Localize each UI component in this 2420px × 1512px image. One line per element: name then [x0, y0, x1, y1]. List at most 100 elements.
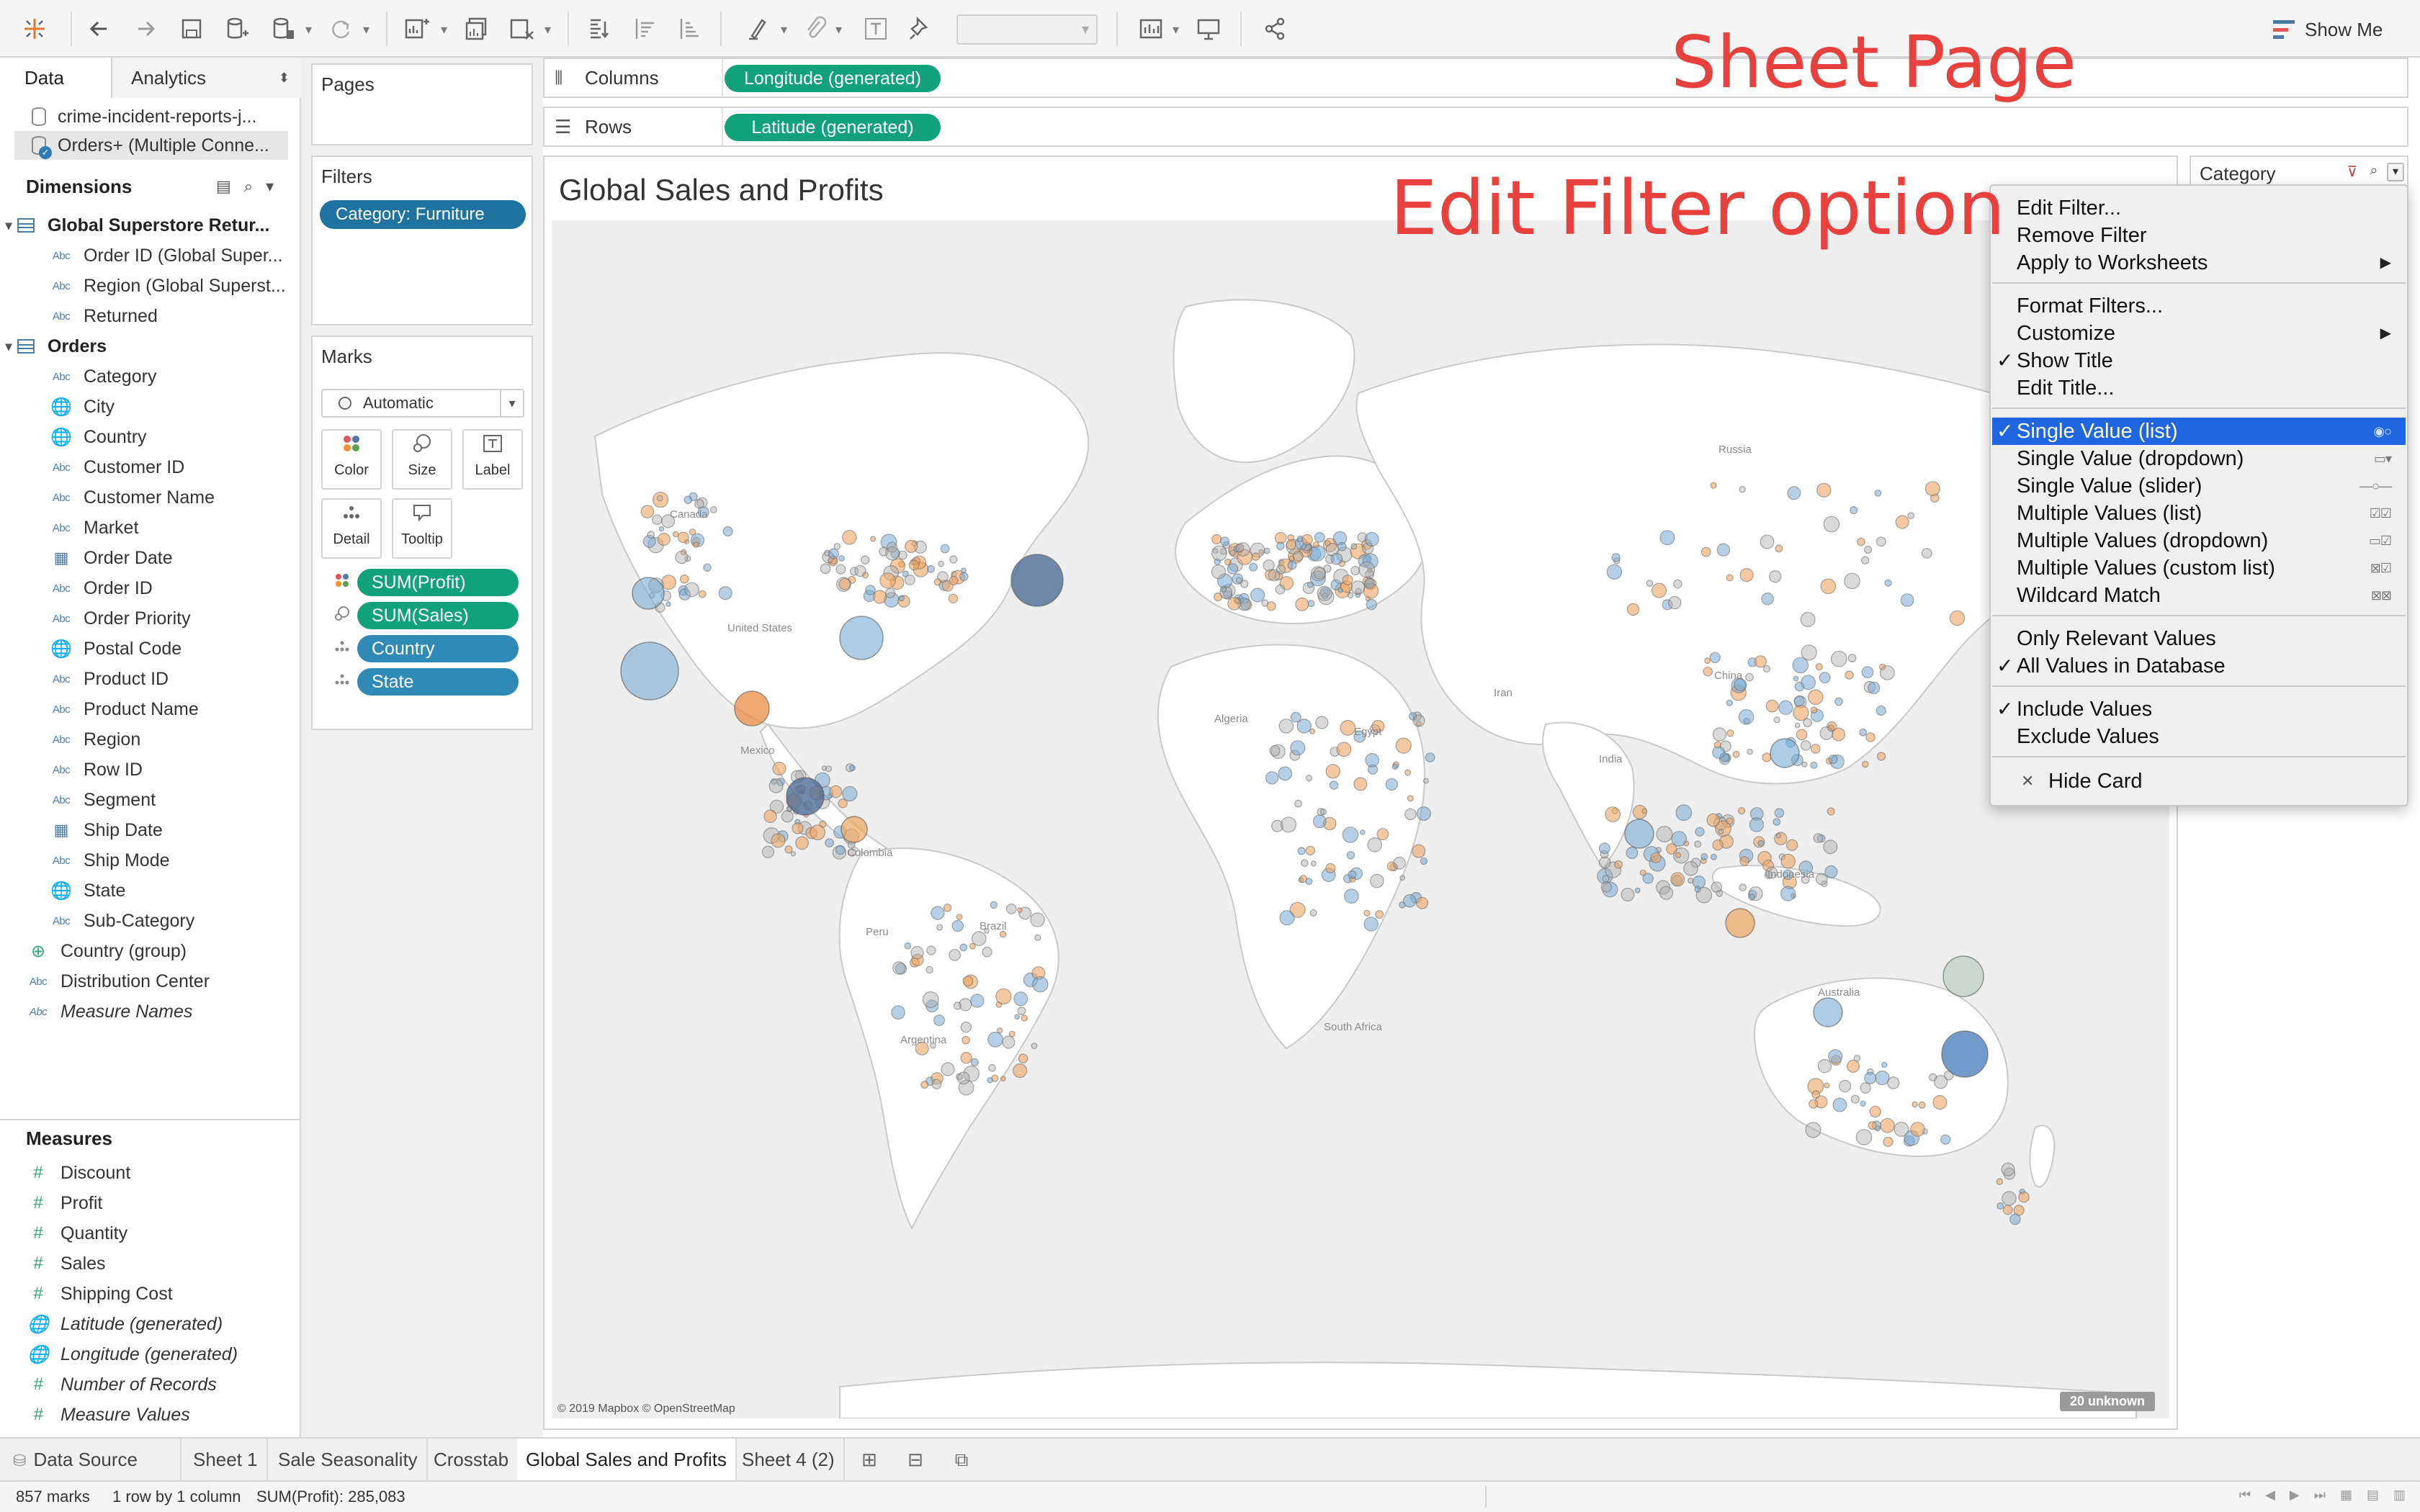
- map-mark[interactable]: [1280, 816, 1297, 833]
- map-mark[interactable]: [2001, 1162, 2015, 1176]
- share-icon[interactable]: [1259, 13, 1291, 45]
- map-mark[interactable]: [1859, 728, 1868, 737]
- map-mark[interactable]: [1824, 1082, 1830, 1089]
- map-mark[interactable]: [1886, 1076, 1900, 1089]
- map-mark[interactable]: [1801, 675, 1816, 690]
- map-mark[interactable]: [1275, 584, 1286, 595]
- map-mark[interactable]: [987, 1031, 1003, 1048]
- chevron-down-icon[interactable]: ▾: [781, 22, 788, 37]
- map-mark[interactable]: [1371, 719, 1385, 733]
- map-mark[interactable]: [1602, 875, 1610, 883]
- map-mark[interactable]: [666, 601, 671, 607]
- map-mark[interactable]: [1295, 597, 1309, 611]
- show-filmstrip-icon[interactable]: ▤: [2366, 1488, 2379, 1502]
- map-mark[interactable]: [1876, 705, 1886, 716]
- map-mark[interactable]: [1839, 1079, 1852, 1093]
- first-page-icon[interactable]: ⏮: [2238, 1488, 2251, 1502]
- map-mark[interactable]: [1309, 909, 1317, 917]
- chevron-down-icon[interactable]: ▾: [441, 22, 448, 37]
- new-data-source-icon[interactable]: [220, 13, 252, 45]
- map-mark[interactable]: [825, 838, 835, 847]
- map-mark[interactable]: [1325, 540, 1331, 546]
- tab-sheet-4-2[interactable]: Sheet 4 (2): [733, 1439, 845, 1480]
- map-mark[interactable]: [1876, 752, 1886, 761]
- map-mark[interactable]: [1211, 564, 1227, 580]
- map-mark[interactable]: [1363, 917, 1379, 932]
- map-mark[interactable]: [1862, 760, 1869, 768]
- map-mark[interactable]: [1312, 541, 1319, 549]
- tab-data[interactable]: Data: [0, 58, 112, 98]
- map-mark[interactable]: [672, 531, 679, 538]
- map-mark[interactable]: [1002, 1035, 1016, 1049]
- map-mark[interactable]: [1668, 595, 1682, 610]
- map-mark[interactable]: [763, 809, 777, 823]
- map-mark[interactable]: [1319, 808, 1327, 816]
- map-mark[interactable]: [647, 531, 655, 539]
- map-mark[interactable]: [1773, 716, 1780, 724]
- map-mark[interactable]: [1634, 887, 1641, 894]
- fit-dropdown[interactable]: [956, 14, 1098, 45]
- menu-item-multiple-values-custom-list[interactable]: Multiple Values (custom list)⊠☑: [1992, 554, 2406, 582]
- map-mark[interactable]: [891, 1005, 905, 1020]
- chevron-down-icon[interactable]: ▾: [5, 338, 12, 354]
- map-mark[interactable]: [1343, 888, 1359, 904]
- map-mark[interactable]: [1845, 670, 1854, 680]
- map-mark[interactable]: [1650, 852, 1662, 863]
- map-mark[interactable]: [1626, 846, 1639, 859]
- map-mark[interactable]: [718, 586, 732, 600]
- map-mark[interactable]: [1249, 562, 1258, 572]
- map-mark[interactable]: [1353, 777, 1368, 791]
- map-mark[interactable]: [1325, 863, 1336, 874]
- map-mark[interactable]: [905, 539, 918, 553]
- map-mark[interactable]: [1263, 547, 1270, 554]
- map-mark[interactable]: [1251, 552, 1260, 561]
- world-map[interactable]: Canada United States Mexico Colombia Per…: [552, 220, 2169, 1418]
- map-mark[interactable]: [1370, 873, 1384, 888]
- map-mark[interactable]: [1819, 672, 1831, 684]
- sort-descending-icon[interactable]: [674, 13, 706, 45]
- map-mark[interactable]: [873, 590, 887, 604]
- map-mark[interactable]: [1211, 534, 1222, 545]
- measure-field[interactable]: #Measure Values: [0, 1400, 295, 1430]
- search-icon[interactable]: ⌕: [2370, 163, 2378, 179]
- map-mark[interactable]: [1278, 719, 1294, 734]
- map-mark[interactable]: [1294, 799, 1302, 808]
- map-mark[interactable]: [1869, 1105, 1881, 1118]
- map-mark[interactable]: [1712, 839, 1724, 851]
- map-mark[interactable]: [1815, 873, 1828, 886]
- map-mark[interactable]: [1287, 560, 1297, 570]
- menu-item-hide-card[interactable]: ✕Hide Card: [1992, 768, 2406, 795]
- map-mark[interactable]: [1219, 536, 1230, 546]
- map-mark[interactable]: [1719, 740, 1731, 752]
- map-mark[interactable]: [684, 582, 699, 598]
- map-mark[interactable]: [1602, 881, 1618, 898]
- map-mark[interactable]: [1315, 716, 1329, 729]
- map-mark[interactable]: [1907, 512, 1915, 520]
- map-mark[interactable]: [904, 575, 915, 586]
- view-title[interactable]: Global Sales and Profits: [559, 173, 884, 207]
- map-mark[interactable]: [828, 548, 839, 559]
- map-mark[interactable]: [1021, 1014, 1028, 1022]
- new-worksheet-icon[interactable]: [400, 13, 432, 45]
- map-mark[interactable]: [1762, 860, 1775, 872]
- map-mark[interactable]: [1712, 727, 1727, 742]
- map-mark[interactable]: [839, 616, 884, 660]
- mark-pill-sum-profit[interactable]: SUM(Profit): [357, 569, 519, 596]
- map-mark[interactable]: [1711, 881, 1723, 893]
- map-mark[interactable]: [1782, 869, 1793, 881]
- map-mark[interactable]: [1670, 872, 1685, 887]
- menu-item-edit-title[interactable]: Edit Title...: [1992, 374, 2406, 402]
- map-mark[interactable]: [1934, 1075, 1948, 1089]
- map-mark[interactable]: [693, 541, 699, 548]
- map-mark[interactable]: [1600, 881, 1612, 893]
- map-mark[interactable]: [1358, 561, 1376, 578]
- menu-item-single-value-slider[interactable]: Single Value (slider)—○—: [1992, 472, 2406, 500]
- map-mark[interactable]: [1407, 795, 1414, 802]
- map-mark[interactable]: [1861, 666, 1874, 678]
- map-mark[interactable]: [849, 765, 856, 771]
- map-mark[interactable]: [948, 593, 959, 604]
- map-mark[interactable]: [1765, 866, 1778, 879]
